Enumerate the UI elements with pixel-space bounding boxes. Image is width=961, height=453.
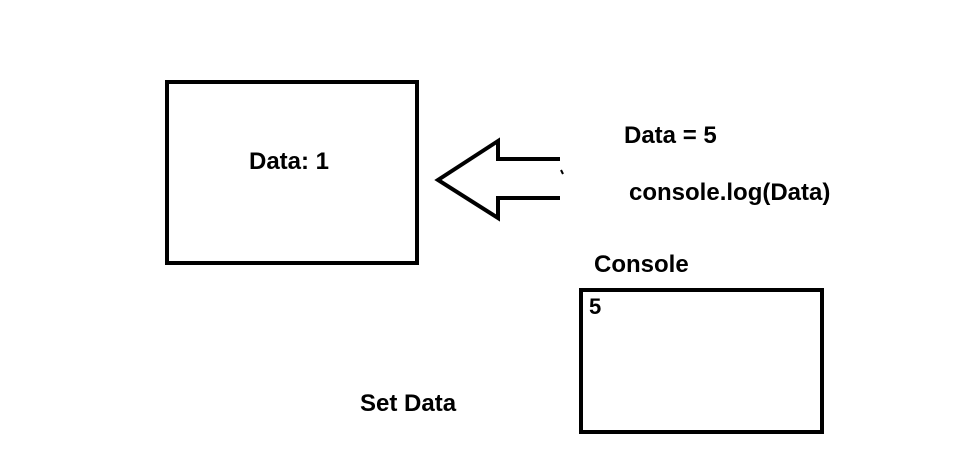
assignment-code: Data = 5 <box>624 122 717 149</box>
console-output: 5 <box>589 294 602 319</box>
left-arrow-tail-mark <box>560 169 564 175</box>
left-arrow-icon <box>434 137 564 222</box>
console-title: Console <box>594 251 689 278</box>
left-arrow-outline <box>434 137 560 222</box>
console-box: 5 <box>579 288 824 434</box>
data-state-label: Data: 1 <box>249 148 330 175</box>
console-log-code: console.log(Data) <box>629 179 831 206</box>
set-data-caption: Set Data <box>360 390 457 417</box>
data-state-box: Data: 1 <box>165 80 419 265</box>
